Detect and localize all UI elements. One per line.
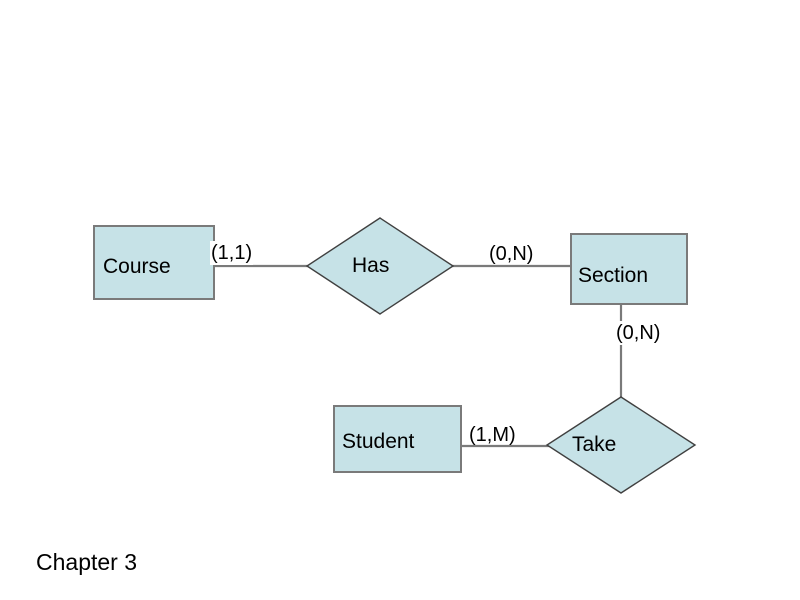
cardinality-course-has: (1,1) [210,241,254,265]
relationship-take-label: Take [572,433,617,456]
take-relationship-diamond [545,396,697,494]
entity-course: Course [93,225,215,300]
entity-student: Student [333,405,462,473]
entity-course-label: Course [103,255,171,278]
cardinality-has-section: (0,N) [489,243,534,265]
relationship-has-label: Has [352,254,390,277]
cardinality-section-take: (0,N) [615,321,662,345]
chapter-footer: Chapter 3 [36,549,138,575]
cardinality-student-take: (1,M) [469,424,516,446]
entity-section-label: Section [578,264,649,287]
has-relationship-diamond [305,217,455,315]
entity-section: Section [570,233,688,305]
entity-student-label: Student [342,430,415,453]
